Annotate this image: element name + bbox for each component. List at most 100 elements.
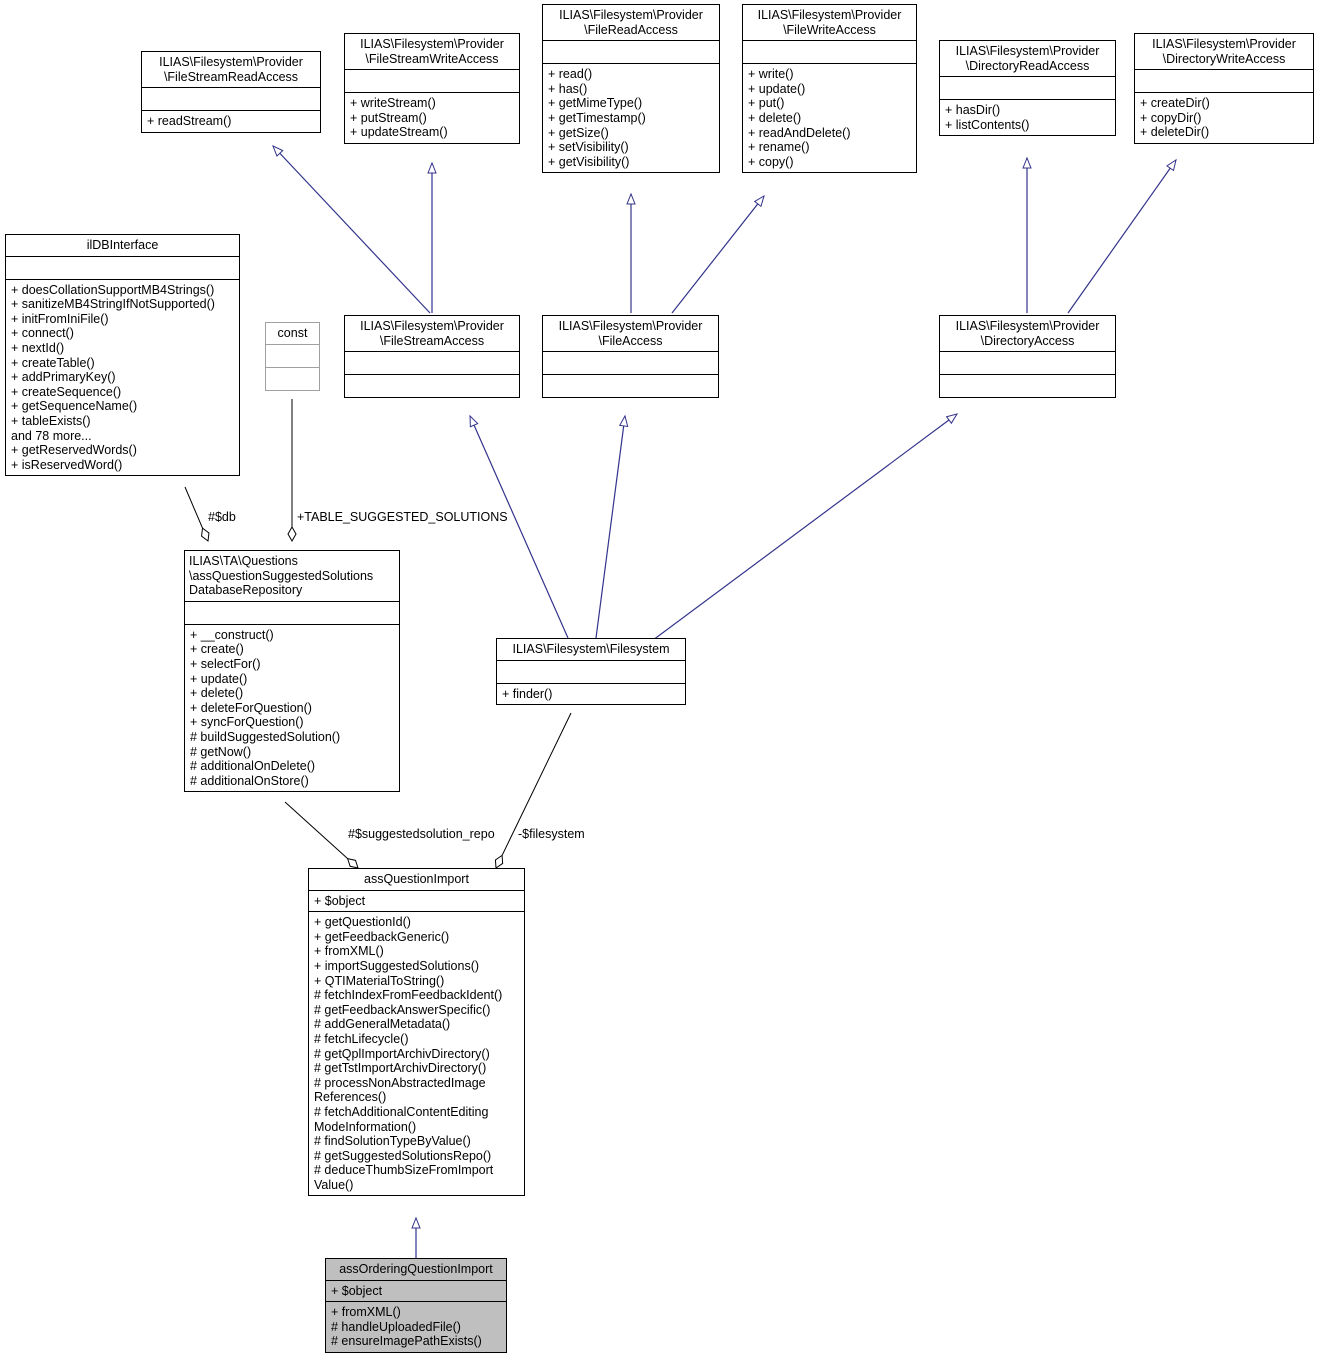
method-row: + getVisibility() bbox=[548, 154, 630, 169]
class-directoryreadaccess[interactable]: ILIAS\Filesystem\Provider \DirectoryRead… bbox=[939, 40, 1116, 137]
method-row: + write() bbox=[748, 67, 794, 82]
method-row: # deduceThumbSizeFromImport Value() bbox=[314, 1163, 494, 1192]
attributes-compartment bbox=[940, 351, 1115, 374]
class-ildbinterface[interactable]: ilDBInterface + doesCollationSupportMB4S… bbox=[5, 234, 240, 477]
class-assquestionsuggestedsolutionsdatabaserepository[interactable]: ILIAS\TA\Questions \assQuestionSuggested… bbox=[184, 550, 400, 793]
method-row: + has() bbox=[548, 81, 588, 96]
method-row: + copy() bbox=[748, 154, 794, 169]
edge-filesystem-to-assquestionimport bbox=[494, 712, 572, 869]
method-row: # processNonAbstractedImage References() bbox=[314, 1075, 486, 1105]
class-fileaccess[interactable]: ILIAS\Filesystem\Provider \FileAccess bbox=[542, 315, 719, 399]
edge-filesystem-to-fileaccess bbox=[595, 414, 629, 639]
class-name: ILIAS\Filesystem\Provider \DirectoryAcce… bbox=[955, 319, 1100, 348]
method-row: + delete() bbox=[748, 110, 802, 125]
method-row: + createDir() bbox=[1140, 96, 1210, 111]
class-const[interactable]: const bbox=[265, 322, 320, 391]
class-name: ILIAS\Filesystem\Filesystem bbox=[512, 642, 670, 656]
class-filewriteaccess[interactable]: ILIAS\Filesystem\Provider \FileWriteAcce… bbox=[742, 4, 917, 174]
attributes-compartment bbox=[6, 255, 239, 279]
class-name: ILIAS\Filesystem\Provider \FileStreamAcc… bbox=[360, 319, 504, 348]
method-row: # ensureImagePathExists() bbox=[331, 1334, 482, 1349]
class-filesystem[interactable]: ILIAS\Filesystem\Filesystem + finder() bbox=[496, 638, 686, 706]
method-row: + sanitizeMB4StringIfNotSupported() bbox=[11, 297, 215, 312]
attributes-compartment bbox=[743, 40, 916, 63]
attributes-compartment bbox=[142, 87, 320, 110]
edge-directoryaccess-to-directorywriteaccess bbox=[1067, 158, 1177, 314]
class-directoryaccess[interactable]: ILIAS\Filesystem\Provider \DirectoryAcce… bbox=[939, 315, 1116, 399]
method-row: + createTable() bbox=[11, 355, 95, 370]
class-assquestionimport[interactable]: assQuestionImport + $object + getQuestio… bbox=[308, 868, 525, 1197]
method-row: + importSuggestedSolutions() bbox=[314, 958, 480, 973]
attributes-compartment bbox=[497, 659, 685, 683]
class-assorderingquestionimport[interactable]: assOrderingQuestionImport + $object + fr… bbox=[325, 1258, 507, 1353]
class-name: ILIAS\Filesystem\Provider \FileReadAcces… bbox=[559, 8, 703, 37]
attributes-compartment bbox=[266, 343, 319, 367]
attributes-compartment bbox=[185, 600, 399, 624]
methods-compartment bbox=[543, 374, 718, 397]
method-row: + initFromIniFile() bbox=[11, 311, 109, 326]
attributes-compartment bbox=[940, 76, 1115, 99]
methods-compartment: + __construct() + create() + selectFor()… bbox=[185, 623, 399, 792]
methods-compartment: + readStream() bbox=[142, 110, 320, 132]
edge-ildbinterface-to-repository bbox=[184, 486, 210, 542]
edge-label-db: #$db bbox=[208, 510, 236, 524]
method-row: + putStream() bbox=[350, 110, 427, 125]
class-name: assOrderingQuestionImport bbox=[339, 1262, 493, 1276]
method-row: # additionalOnStore() bbox=[190, 773, 309, 788]
method-row: # fetchIndexFromFeedbackIdent() bbox=[314, 988, 503, 1003]
attributes-compartment bbox=[345, 351, 519, 374]
method-row: + tableExists() bbox=[11, 413, 91, 428]
method-row: # getNow() bbox=[190, 744, 252, 759]
method-row: + deleteDir() bbox=[1140, 125, 1210, 140]
attributes-compartment bbox=[345, 69, 519, 92]
attributes-compartment bbox=[543, 40, 719, 63]
methods-compartment: + read() + has() + getMimeType() + getTi… bbox=[543, 63, 719, 172]
class-filestreamwriteaccess[interactable]: ILIAS\Filesystem\Provider \FileStreamWri… bbox=[344, 33, 520, 144]
attributes-compartment bbox=[1135, 69, 1313, 92]
class-name: assQuestionImport bbox=[364, 872, 469, 886]
method-row: + readAndDelete() bbox=[748, 125, 851, 140]
method-row: # findSolutionTypeByValue() bbox=[314, 1134, 471, 1149]
method-row: + readStream() bbox=[147, 114, 232, 129]
method-row: + selectFor() bbox=[190, 656, 261, 671]
method-row: + getTimestamp() bbox=[548, 110, 646, 125]
method-row: + finder() bbox=[502, 686, 553, 701]
method-row: + put() bbox=[748, 96, 785, 111]
edge-label-filesystem: -$filesystem bbox=[518, 827, 585, 841]
attribute-row: + $object bbox=[331, 1283, 383, 1298]
class-filereadaccess[interactable]: ILIAS\Filesystem\Provider \FileReadAcces… bbox=[542, 4, 720, 174]
methods-compartment: + getQuestionId() + getFeedbackGeneric()… bbox=[309, 911, 524, 1195]
edge-fileaccess-to-filewriteaccess bbox=[671, 194, 765, 314]
method-row: + getReservedWords() bbox=[11, 443, 137, 458]
method-row: + QTIMaterialToString() bbox=[314, 973, 445, 988]
methods-compartment: + hasDir() + listContents() bbox=[940, 99, 1115, 135]
class-filestreamreadaccess[interactable]: ILIAS\Filesystem\Provider \FileStreamRea… bbox=[141, 51, 321, 133]
class-name: ILIAS\Filesystem\Provider \FileStreamRea… bbox=[159, 55, 303, 84]
class-name: ILIAS\TA\Questions \assQuestionSuggested… bbox=[189, 554, 374, 598]
edge-filestreamaccess-to-filestreamreadaccess bbox=[272, 145, 431, 314]
class-filestreamaccess[interactable]: ILIAS\Filesystem\Provider \FileStreamAcc… bbox=[344, 315, 520, 399]
methods-compartment: + write() + update() + put() + delete() … bbox=[743, 63, 916, 172]
class-directorywriteaccess[interactable]: ILIAS\Filesystem\Provider \DirectoryWrit… bbox=[1134, 33, 1314, 144]
methods-compartment: + fromXML() # handleUploadedFile() # ens… bbox=[326, 1301, 506, 1352]
methods-compartment: + createDir() + copyDir() + deleteDir() bbox=[1135, 92, 1313, 143]
method-row: + isReservedWord() bbox=[11, 457, 123, 472]
method-row: + createSequence() bbox=[11, 384, 122, 399]
methods-compartment: + writeStream() + putStream() + updateSt… bbox=[345, 92, 519, 143]
method-row: + getSize() bbox=[548, 125, 609, 140]
edge-filesystem-to-filestreamaccess bbox=[469, 414, 569, 639]
methods-compartment bbox=[940, 374, 1115, 397]
method-row: # getQplImportArchivDirectory() bbox=[314, 1046, 490, 1061]
class-name: ILIAS\Filesystem\Provider \FileWriteAcce… bbox=[757, 8, 902, 37]
method-row: + updateStream() bbox=[350, 125, 448, 140]
attributes-compartment bbox=[543, 351, 718, 374]
method-row: + delete() bbox=[190, 686, 244, 701]
method-row: + rename() bbox=[748, 140, 810, 155]
method-row: # fetchLifecycle() bbox=[314, 1031, 409, 1046]
method-row: + copyDir() bbox=[1140, 110, 1202, 125]
method-row: + update() bbox=[748, 81, 806, 96]
class-name: ILIAS\Filesystem\Provider \DirectoryWrit… bbox=[1152, 37, 1296, 66]
method-row: + __construct() bbox=[190, 627, 274, 642]
attributes-compartment: + $object bbox=[309, 889, 524, 912]
